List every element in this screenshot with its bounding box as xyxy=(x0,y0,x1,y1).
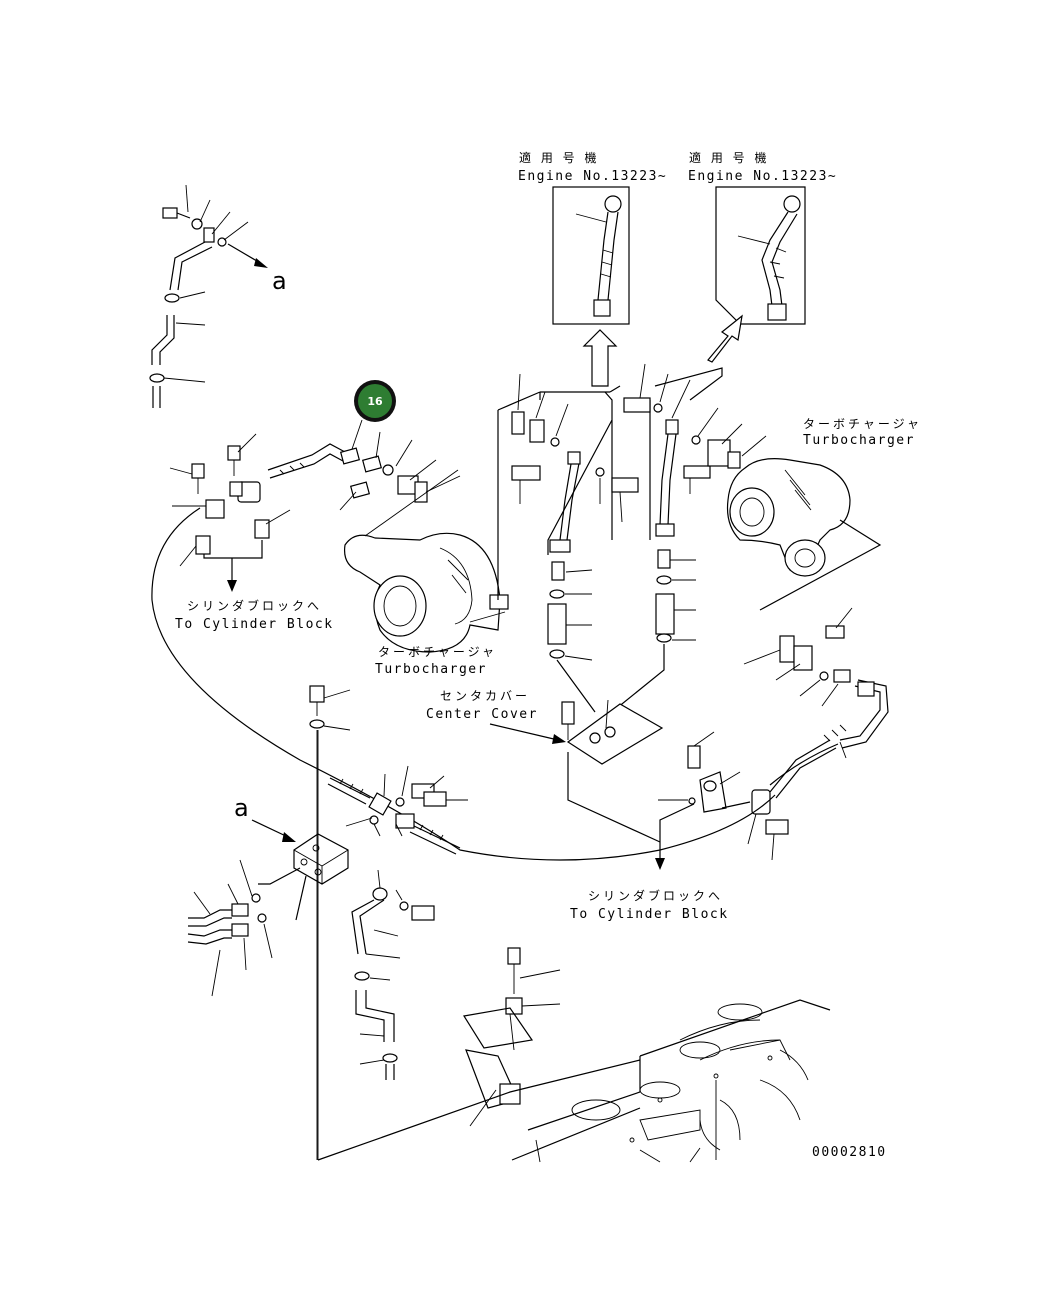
applicable-jp-2: 適 用 号 機 xyxy=(689,150,769,165)
manifold-block: a xyxy=(187,685,468,1160)
cylinder-block-section xyxy=(317,947,831,1163)
ref-a-top: a xyxy=(272,267,287,295)
detail-box-left: 適 用 号 機 Engine No.13223~ xyxy=(518,150,667,325)
turbo-en-left: Turbocharger xyxy=(375,662,487,677)
drawing-number: 00002810 xyxy=(812,1145,887,1160)
detail-box-right: 適 用 号 機 Engine No.13223~ xyxy=(688,150,837,325)
left-hose-fittings: シリンダブロックへ To Cylinder Block xyxy=(169,431,461,632)
center-cover: センタカバー Center Cover xyxy=(426,689,664,843)
cyl-block-jp-bottom: シリンダブロックへ xyxy=(588,888,723,903)
center-cover-jp: センタカバー xyxy=(440,689,530,703)
cyl-block-en-left: To Cylinder Block xyxy=(175,617,334,632)
center-cover-en: Center Cover xyxy=(426,707,538,722)
turbo-jp-left: ターボチャージャ xyxy=(378,645,497,659)
engine-no-2: Engine No.13223~ xyxy=(688,169,837,184)
cyl-block-jp-left: シリンダブロックへ xyxy=(187,598,322,613)
callout-number: 16 xyxy=(367,395,383,408)
detail-arrows xyxy=(582,314,743,387)
cyl-block-en-bottom: To Cylinder Block xyxy=(570,907,729,922)
turbo-jp-right: ターボチャージャ xyxy=(803,417,922,431)
engine-no-1: Engine No.13223~ xyxy=(518,169,667,184)
left-turbocharger: ターボチャージャ Turbocharger xyxy=(343,469,509,677)
ref-a-bottom: a xyxy=(234,794,249,822)
turbo-en-right: Turbocharger xyxy=(803,433,915,448)
right-turbocharger: ターボチャージャ Turbocharger xyxy=(707,417,922,611)
long-return-hose: シリンダブロックへ To Cylinder Block xyxy=(151,507,839,922)
top-left-pipe-assembly: a xyxy=(149,184,287,408)
center-pipes xyxy=(497,363,723,713)
callout-badge-16[interactable]: 16 xyxy=(349,380,396,456)
applicable-jp-1: 適 用 号 機 xyxy=(519,150,599,165)
right-hose xyxy=(658,607,889,861)
